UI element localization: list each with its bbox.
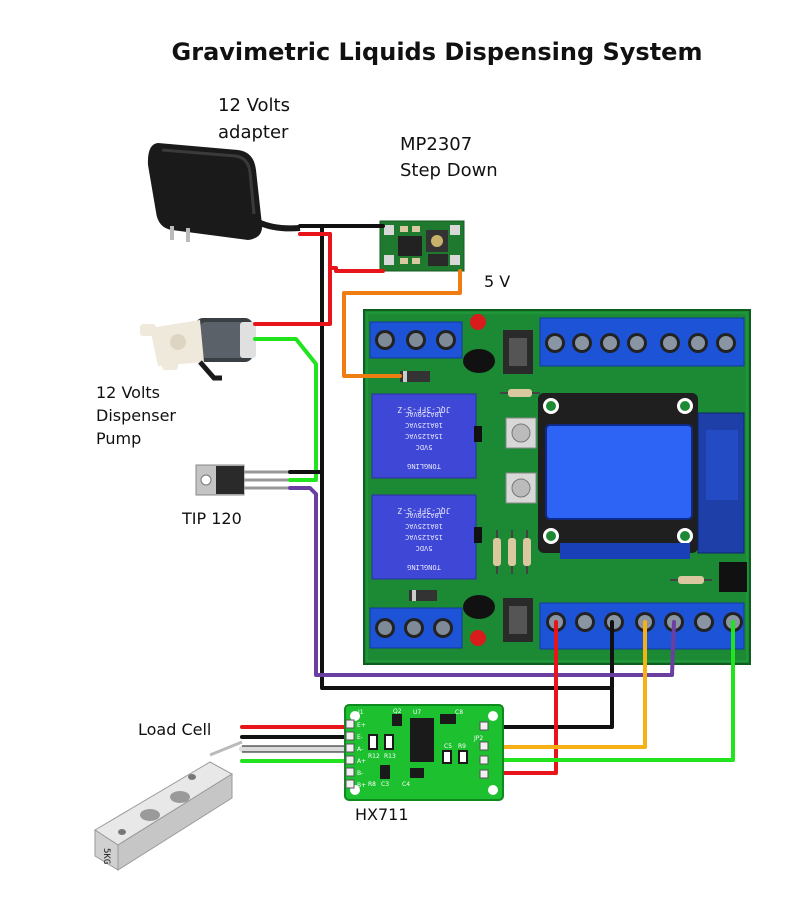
hx711-part-label: J1 [357, 709, 364, 716]
hx711-part-label: U7 [413, 709, 421, 716]
adapter-label-line2: adapter [218, 122, 289, 143]
relay-bottom: JQC-3FF-S-Z TONGLING [371, 494, 482, 580]
terminal-block-top-left [369, 321, 463, 359]
transistor-icon [195, 464, 290, 496]
hx711-part-label: Q2 [393, 708, 402, 715]
adapter-label-line1: 12 Volts [218, 95, 290, 116]
relay-spec-text: 15A125VAC [405, 432, 443, 440]
hx711-part-label: C4 [402, 781, 410, 788]
hx711-pin-label: B+ [357, 782, 366, 789]
pump-icon [140, 318, 256, 381]
terminal-block-bottom-left [369, 607, 463, 649]
pump-label-line2: Dispenser [96, 406, 176, 425]
hx711-pin-label: A+ [357, 758, 366, 765]
hx711-part-label: C3 [381, 781, 389, 788]
hx711-part-label: R9 [458, 743, 466, 750]
relay-spec-text: 10A125VAC [405, 421, 443, 429]
hx711-pin-label: E+ [357, 722, 366, 729]
hx711-part-label: R12 [368, 753, 380, 760]
relay-brand-text: TONGLING [407, 563, 441, 571]
pump-label-line1: 12 Volts [96, 383, 160, 402]
terminal-block-bottom-right [539, 602, 745, 650]
button-icon [505, 472, 537, 504]
relay-brand-text: TONGLING [407, 462, 441, 470]
hx711-part-label: C5 [444, 743, 452, 750]
load-cell-label: Load Cell [138, 720, 212, 739]
relay-top: JQC-3FF-S-Z TONGLING [371, 393, 482, 479]
hx711-part-label: R8 [368, 781, 376, 788]
hx711-label: HX711 [355, 805, 409, 824]
relay-spec-text: 10A125VAC [405, 522, 443, 530]
hx711-pin-label: A- [357, 746, 363, 753]
relay-model-text: JQC-3FF-S-Z [397, 405, 450, 414]
hx711-part-label: JP2 [473, 735, 483, 742]
relay-spec-text: 15A125VAC [405, 533, 443, 541]
stepdown-label-line1: MP2307 [400, 134, 473, 155]
terminal-block-top-right [539, 317, 745, 367]
hx711-part-label: C8 [455, 709, 463, 716]
lcd-display [538, 393, 698, 559]
load-cell-icon: 5KG [94, 740, 243, 871]
led-icon [470, 630, 486, 646]
voltage-label: 5 V [484, 272, 511, 291]
pump-label-line3: Pump [96, 429, 142, 448]
relay-spec-text: 5VDC [416, 443, 433, 451]
stepdown-label-line2: Step Down [400, 160, 498, 181]
controller-board: JQC-3FF-S-Z TONGLING JQC-3FF-S-Z TONGLIN… [363, 309, 751, 665]
relay-spec-text: 5VDC [416, 544, 433, 552]
stepdown-module-icon [379, 220, 465, 272]
hx711-part-label: R13 [384, 753, 396, 760]
relay-model-text: JQC-3FF-S-Z [397, 506, 450, 515]
led-icon [470, 314, 486, 330]
load-cell-rating: 5KG [101, 848, 111, 864]
diagram-title: Gravimetric Liquids Dispensing System [171, 38, 703, 66]
adapter-icon [147, 143, 301, 242]
relay-spec-text: 10A250VAC [405, 511, 443, 519]
hx711-pin-label: B- [357, 770, 363, 777]
wires [239, 224, 735, 775]
transistor-label: TIP 120 [182, 509, 242, 528]
hx711-pin-label: E- [357, 734, 363, 741]
button-icon [505, 417, 537, 449]
relay-spec-text: 10A250VAC [405, 410, 443, 418]
